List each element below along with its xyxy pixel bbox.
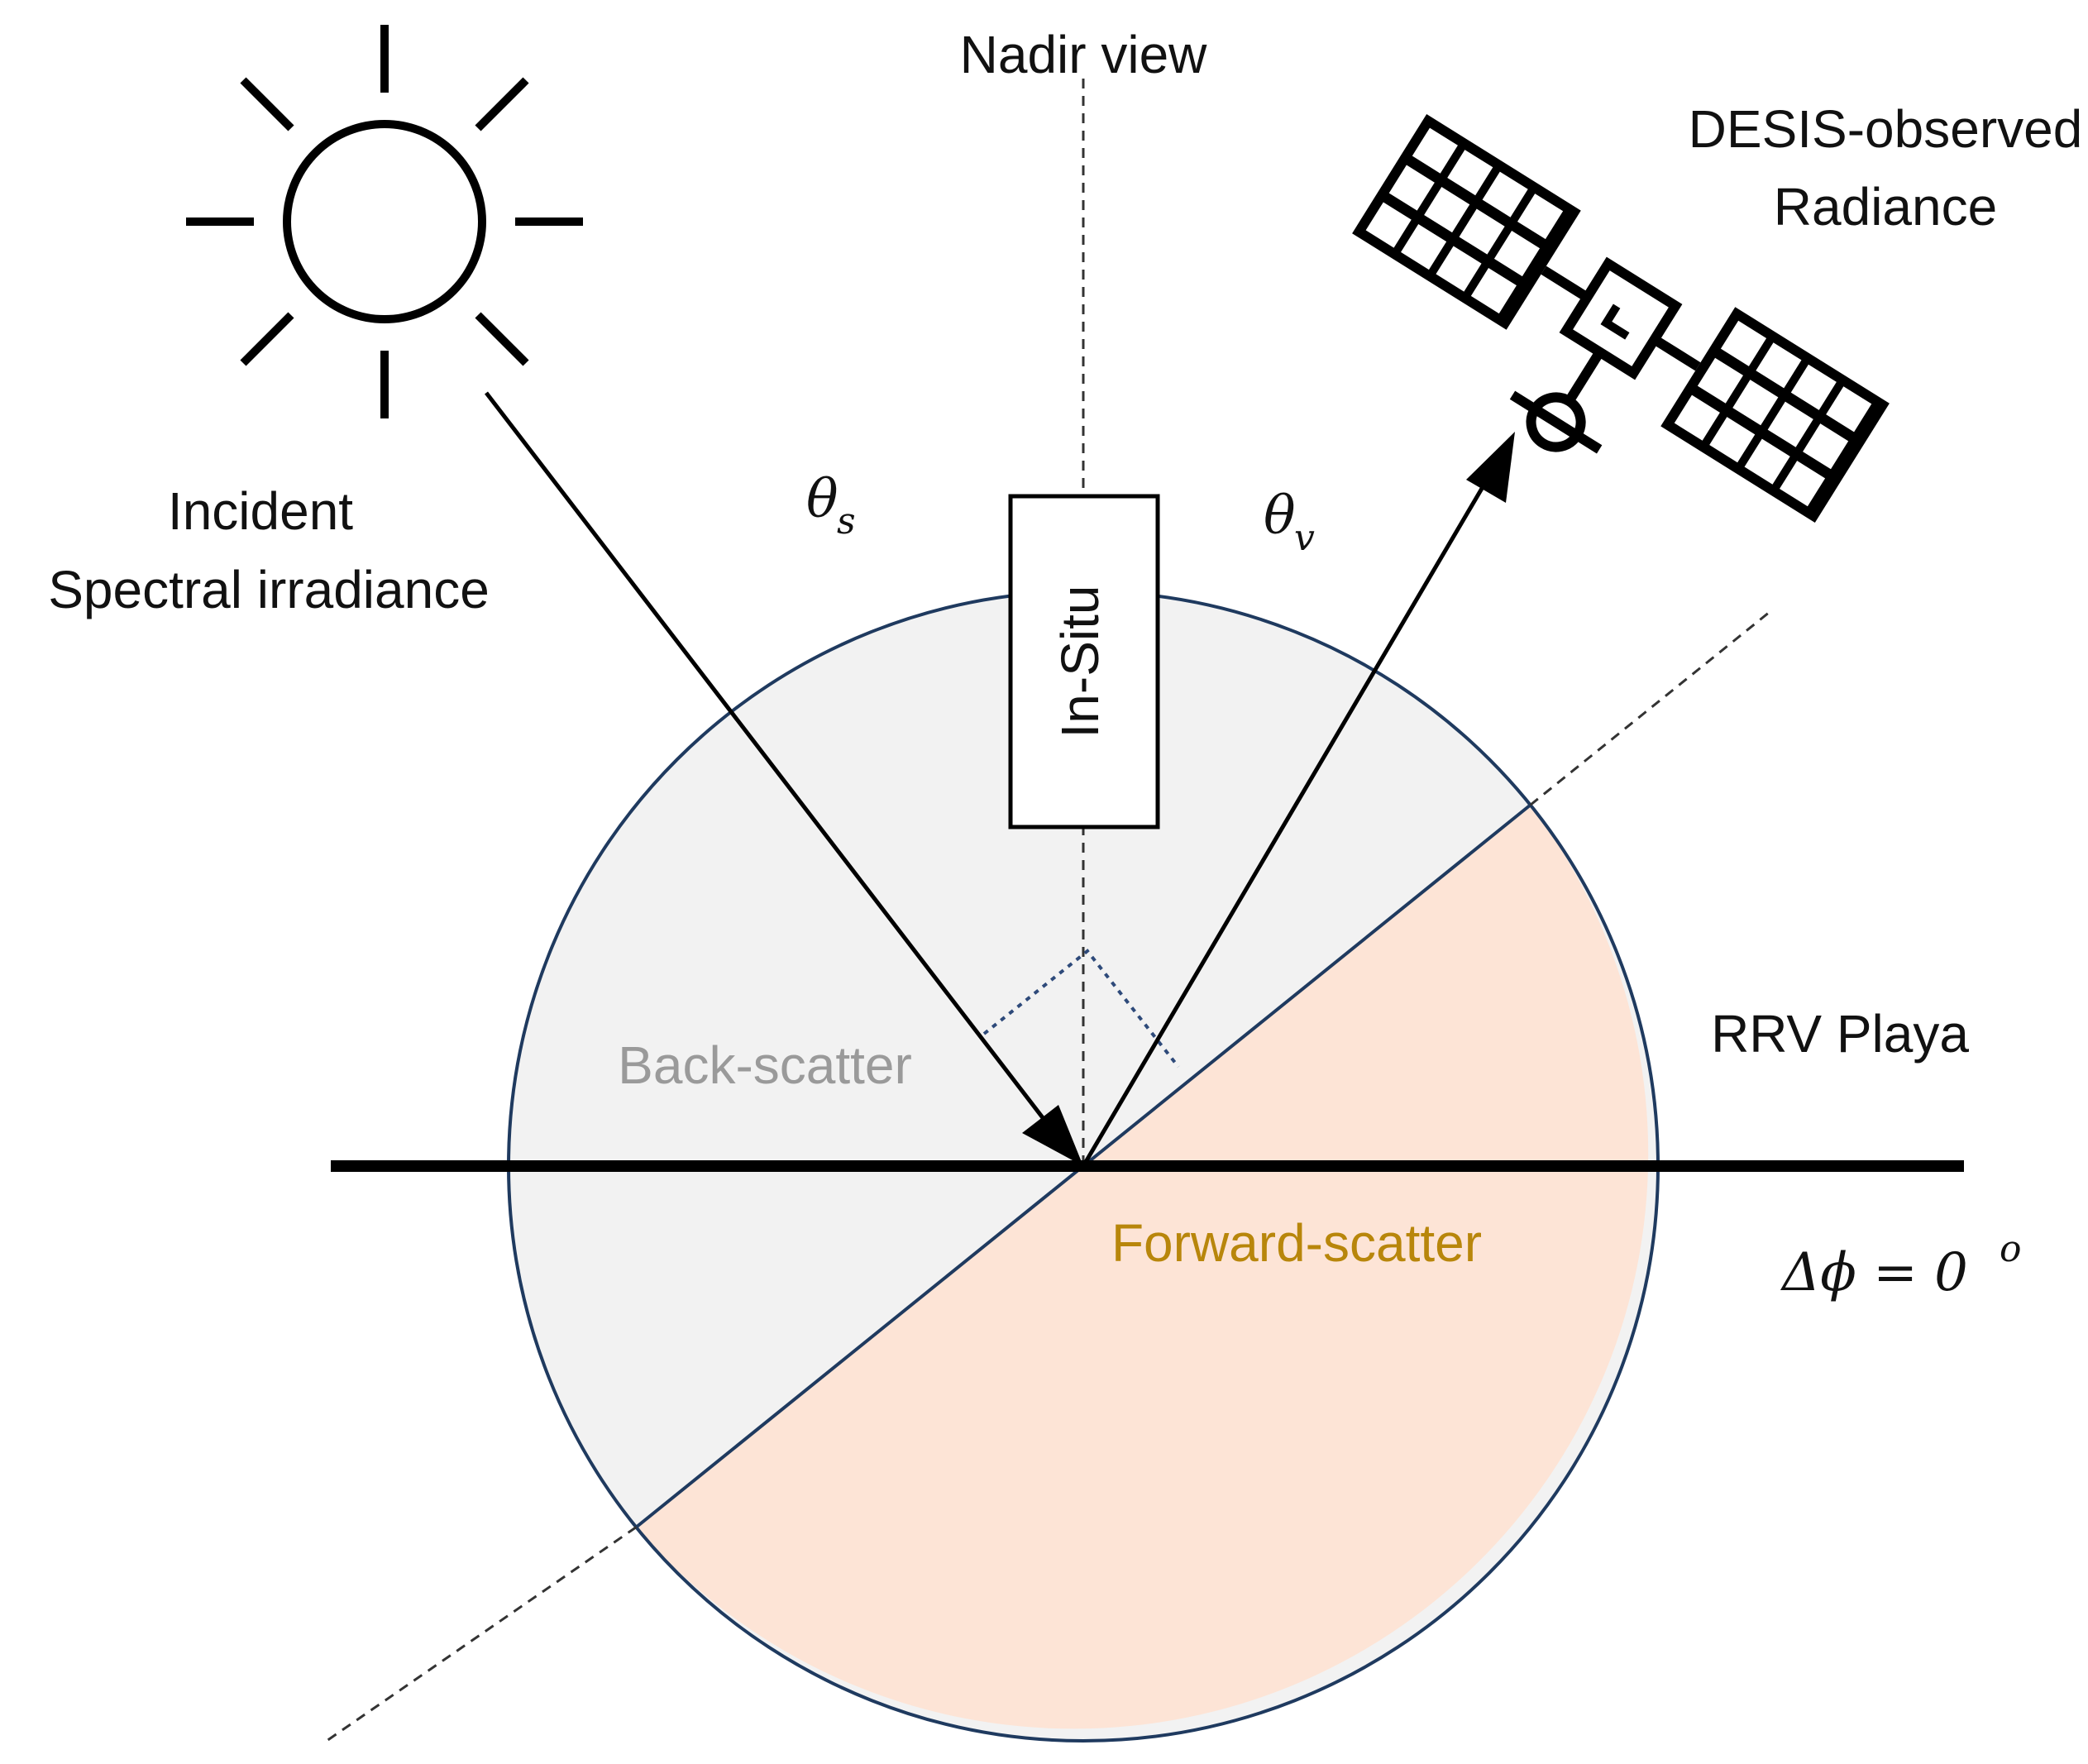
- site-label: RRV Playa: [1711, 1004, 1969, 1064]
- in-situ-box: [1008, 494, 1160, 829]
- reflected-ray-arrowhead: [1466, 432, 1515, 503]
- scatter-boundary-extension-lower: [326, 1526, 638, 1742]
- forward-scatter-label: Forward-scatter: [1111, 1213, 1482, 1273]
- incident-label-line2: Spectral irradiance: [48, 560, 490, 619]
- theta-v-label: θ v: [1264, 485, 1315, 559]
- incident-ray-arrowhead: [1022, 1105, 1083, 1166]
- forward-scatter-region: [636, 805, 1649, 1729]
- satellite-icon: [1352, 114, 1890, 523]
- nadir-view-label: Nadir view: [960, 25, 1208, 84]
- sun-icon: [186, 25, 583, 418]
- satellite-label-line2: Radiance: [1774, 177, 1997, 237]
- delta-phi-expression: Δϕ = 0: [1780, 1242, 1968, 1303]
- reflected-ray: [1081, 461, 1499, 1168]
- incident-ray: [485, 391, 1070, 1153]
- theta-s-label: θ s: [806, 469, 856, 543]
- theta-s-subscript: s: [837, 500, 856, 543]
- in-situ-label: In-Situ: [1050, 586, 1110, 739]
- back-scatter-label: Back-scatter: [618, 1035, 912, 1095]
- scatter-boundary-extension-upper: [1529, 610, 1770, 806]
- incident-label-line1: Incident: [168, 481, 353, 541]
- delta-phi-superscript: o: [2000, 1228, 2022, 1270]
- right-angle-marker: [982, 949, 1180, 1068]
- theta-s-symbol: θ: [806, 469, 839, 530]
- theta-v-symbol: θ: [1264, 485, 1296, 547]
- delta-phi-label: Δϕ = 0 o: [1780, 1228, 2022, 1303]
- satellite-label-line1: DESIS-observed: [1689, 99, 2083, 159]
- theta-v-subscript: v: [1294, 517, 1315, 559]
